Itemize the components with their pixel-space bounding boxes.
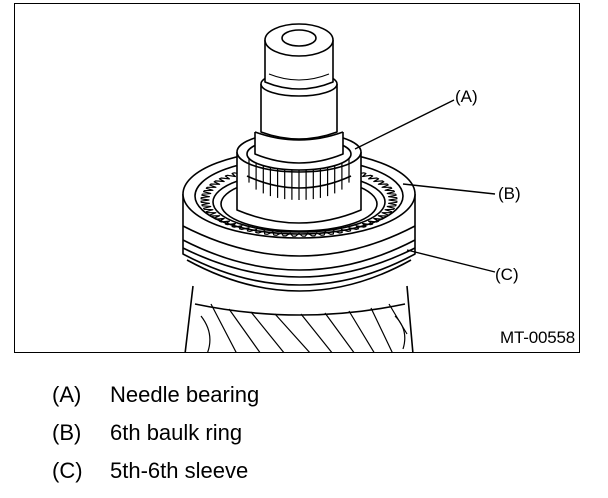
leader-c bbox=[406, 249, 496, 273]
leader-lines bbox=[354, 99, 496, 273]
legend-key: (A) bbox=[52, 382, 82, 407]
callout-c: (C) bbox=[495, 265, 519, 284]
legend-key: (B) bbox=[52, 420, 82, 445]
leader-b bbox=[402, 183, 496, 195]
transmission-assembly-drawing bbox=[182, 23, 496, 352]
legend-text: 5th-6th sleeve bbox=[110, 458, 249, 483]
legend-text: 6th baulk ring bbox=[110, 420, 243, 445]
lower-gear-body bbox=[184, 285, 414, 352]
legend-key: (C) bbox=[52, 458, 83, 483]
callout-a: (A) bbox=[455, 87, 478, 106]
main-shaft bbox=[254, 23, 344, 164]
figure-code: MT-00558 bbox=[500, 328, 575, 347]
figure-frame: (A) (B) (C) MT-00558 bbox=[14, 3, 580, 353]
callout-b: (B) bbox=[498, 184, 521, 203]
leader-a bbox=[354, 99, 455, 150]
legend-text: Needle bearing bbox=[110, 382, 260, 407]
